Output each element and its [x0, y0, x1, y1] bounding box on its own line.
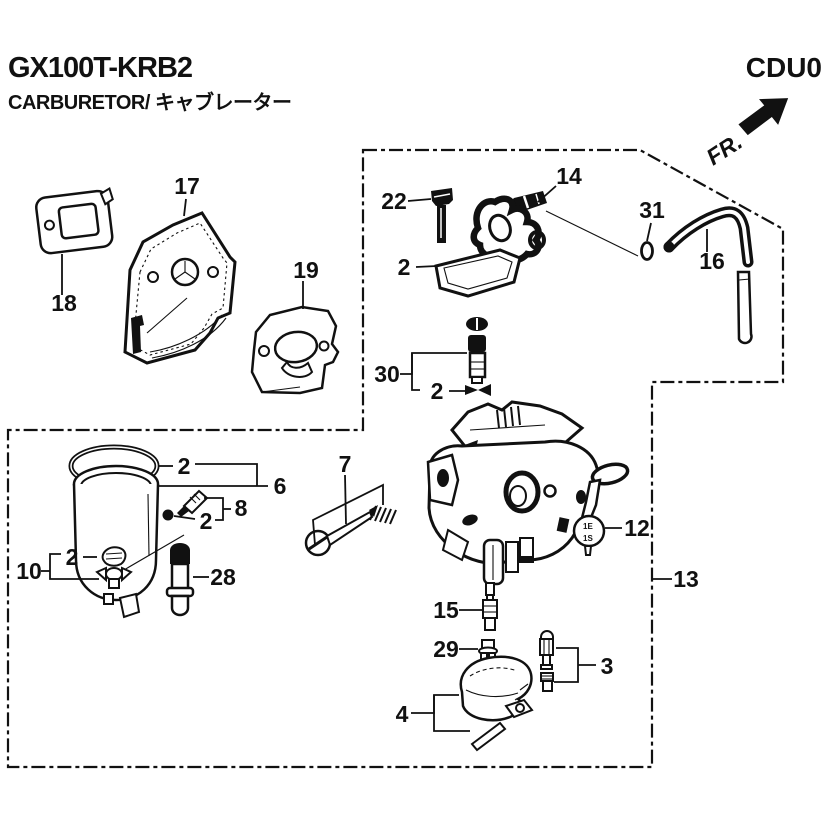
stop-screw-set-drawing: [304, 505, 397, 557]
flange-bolt-drawing: [431, 188, 453, 243]
float-valve-set-drawing: [539, 630, 554, 692]
insulator-gasket-drawing: [250, 305, 340, 395]
top-cover-drawing: [470, 195, 546, 264]
jet-set-drawing: [162, 489, 209, 521]
part-label-7: 7: [339, 451, 352, 477]
part-label-16: 16: [699, 248, 725, 274]
top-gasket-drawing: [434, 248, 522, 298]
part-label-14: 14: [556, 163, 582, 189]
part-label-29: 29: [433, 636, 459, 662]
drain-screw-set-drawing: [95, 546, 133, 589]
part-label-2-valve-set: 2: [431, 378, 444, 404]
part-label-2-top-gasket: 2: [398, 254, 411, 280]
part-label-22: 22: [381, 188, 407, 214]
part-label-2-oring: 2: [178, 453, 191, 479]
air-cleaner-cover-drawing: [123, 211, 237, 365]
part-label-4: 4: [396, 701, 409, 727]
part-label-3: 3: [601, 653, 614, 679]
part-label-19: 19: [293, 257, 319, 283]
fuel-tube-drawing: [663, 206, 754, 345]
float-set-drawing: [459, 655, 534, 752]
part-label-30: 30: [374, 361, 400, 387]
page-code: CDU0: [745, 52, 822, 83]
carburetor-body-drawing: [426, 400, 601, 586]
part-label-6: 6: [274, 473, 287, 499]
part-label-15: 15: [433, 597, 459, 623]
air-cleaner-gasket-drawing: [35, 187, 114, 255]
tube-clip-drawing: [640, 241, 654, 261]
section-title: CARBURETOR/ キャブレーター: [8, 92, 292, 114]
part-labels: 17 18 19 22 14 2 31 16 30 2 2 6 8 2 10 2…: [16, 163, 725, 727]
svg-text:1S: 1S: [583, 534, 593, 543]
strainer-drawing: [165, 543, 195, 617]
front-label: FR.: [702, 128, 747, 170]
valve-set-drawing: [465, 317, 491, 396]
part-label-31: 31: [639, 197, 665, 223]
svg-text:1E: 1E: [583, 522, 593, 531]
front-arrow-icon: [738, 98, 789, 136]
part-label-17: 17: [174, 173, 200, 199]
part-label-13: 13: [673, 566, 699, 592]
part-label-10: 10: [16, 558, 42, 584]
main-nozzle-drawing: [482, 582, 498, 631]
part-label-12: 12: [624, 515, 650, 541]
choke-lever-drawing: 1E 1S: [572, 462, 630, 556]
assembly-boundary: [6, 148, 785, 769]
part-label-28: 28: [210, 564, 236, 590]
front-direction-indicator: FR.: [702, 98, 789, 170]
part-label-8: 8: [235, 495, 248, 521]
model-title: GX100T-KRB2: [8, 52, 193, 84]
part-label-18: 18: [51, 290, 77, 316]
leader-lines: [41, 185, 708, 732]
part-label-2-ball: 2: [200, 508, 213, 534]
part-label-2-drain: 2: [66, 544, 79, 570]
float-bowl-drawing: [68, 444, 185, 619]
